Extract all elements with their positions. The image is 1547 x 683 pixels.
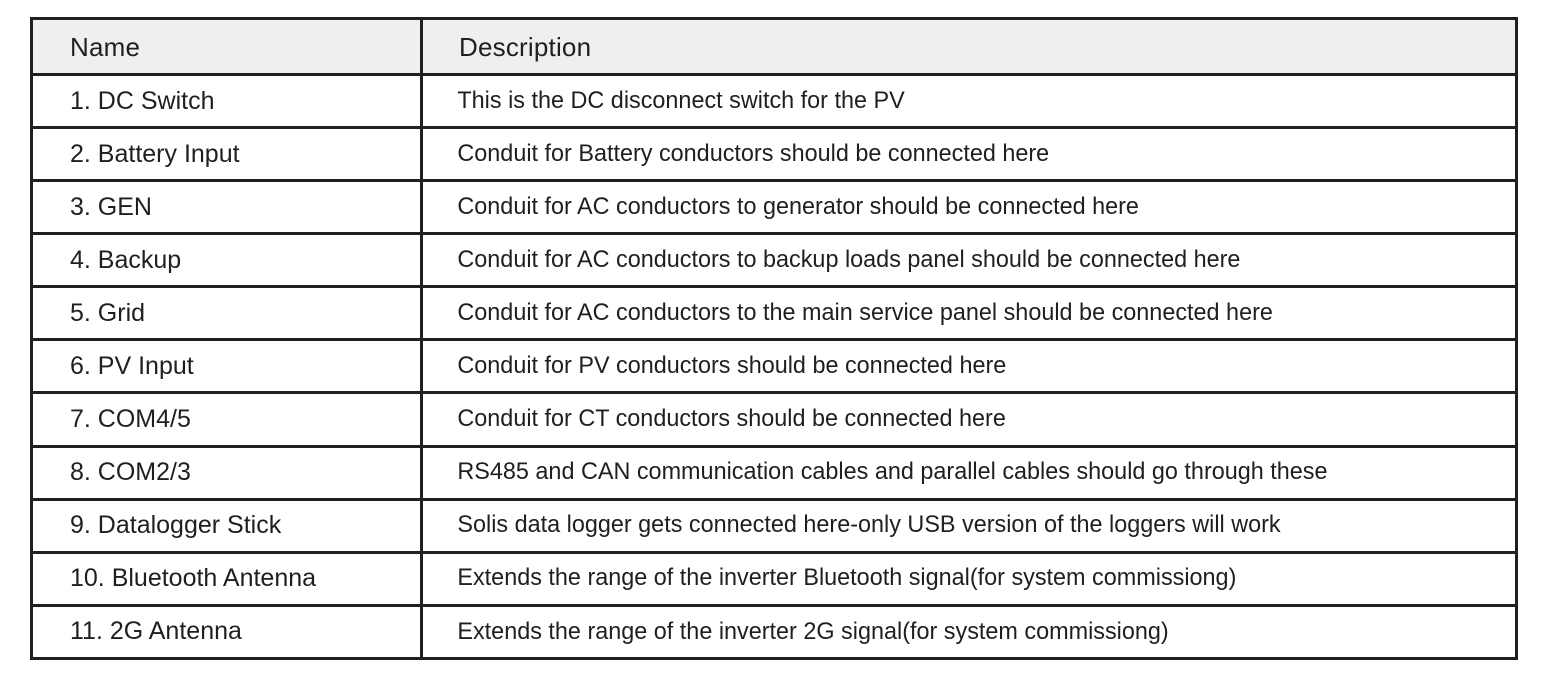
cell-name: 5. Grid [30, 285, 423, 342]
description-text: Conduit for AC conductors to generator s… [457, 192, 1139, 220]
description-text: Extends the range of the inverter Blueto… [457, 564, 1237, 592]
description-text: Conduit for CT conductors should be conn… [457, 405, 1006, 433]
table-row: 5. Grid Conduit for AC conductors to the… [30, 285, 1518, 342]
table-row: 8. COM2/3 RS485 and CAN communication ca… [30, 444, 1518, 501]
cell-description: RS485 and CAN communication cables and p… [420, 444, 1518, 501]
column-header-description: Description [420, 17, 1518, 76]
name-text: 5. Grid [70, 298, 146, 327]
name-text: 9. Datalogger Stick [70, 511, 282, 540]
cell-description: Conduit for AC conductors to generator s… [420, 179, 1518, 236]
cell-description: This is the DC disconnect switch for the… [420, 72, 1518, 130]
cell-name: 2. Battery Input [30, 126, 423, 183]
cell-name: 9. Datalogger Stick [30, 497, 423, 554]
name-text: 2. Battery Input [70, 139, 240, 168]
cell-name: 3. GEN [30, 179, 423, 236]
cell-description: Conduit for PV conductors should be conn… [420, 338, 1518, 395]
description-text: Conduit for Battery conductors should be… [457, 139, 1050, 167]
table-row: 9. Datalogger Stick Solis data logger ge… [30, 497, 1518, 554]
cell-name: 10. Bluetooth Antenna [30, 550, 423, 607]
cell-description: Conduit for AC conductors to backup load… [420, 232, 1518, 289]
description-text: This is the DC disconnect switch for the… [457, 86, 905, 114]
spec-table-container: Name Description 1. DC Switch This is th… [30, 17, 1518, 661]
name-text: 8. COM2/3 [70, 458, 191, 487]
cell-name: 1. DC Switch [30, 72, 423, 130]
table-row: 6. PV Input Conduit for PV conductors sh… [30, 338, 1518, 395]
cell-description: Conduit for AC conductors to the main se… [420, 285, 1518, 342]
name-text: 10. Bluetooth Antenna [70, 564, 317, 593]
table-row: 2. Battery Input Conduit for Battery con… [30, 126, 1518, 183]
table-row: 3. GEN Conduit for AC conductors to gene… [30, 179, 1518, 236]
table-body: 1. DC Switch This is the DC disconnect s… [30, 72, 1518, 661]
cell-name: 7. COM4/5 [30, 391, 423, 448]
column-header-name: Name [30, 17, 423, 76]
cell-name: 4. Backup [30, 232, 423, 289]
name-text: 1. DC Switch [70, 86, 215, 115]
cell-description: Conduit for CT conductors should be conn… [420, 391, 1518, 448]
name-text: 4. Backup [70, 245, 182, 274]
name-text: 7. COM4/5 [70, 405, 191, 433]
cell-name: 8. COM2/3 [30, 444, 423, 501]
column-header-description-label: Description [459, 31, 592, 62]
cell-name: 6. PV Input [30, 338, 423, 395]
description-text: Solis data logger gets connected here-on… [457, 511, 1281, 539]
name-text: 3. GEN [70, 192, 152, 221]
table-header-row: Name Description [30, 17, 1518, 76]
name-text: 6. PV Input [70, 351, 194, 380]
cell-name: 11. 2G Antenna [30, 603, 423, 661]
cell-description: Extends the range of the inverter Blueto… [420, 550, 1518, 607]
table-row: 1. DC Switch This is the DC disconnect s… [30, 72, 1518, 130]
cell-description: Solis data logger gets connected here-on… [420, 497, 1518, 554]
description-text: Conduit for AC conductors to backup load… [457, 246, 1241, 274]
cell-description: Extends the range of the inverter 2G sig… [420, 603, 1518, 661]
name-text: 11. 2G Antenna [70, 617, 242, 646]
table-header: Name Description [30, 17, 1518, 76]
table-row: 11. 2G Antenna Extends the range of the … [30, 603, 1518, 661]
description-text: Extends the range of the inverter 2G sig… [457, 617, 1169, 645]
description-text: Conduit for AC conductors to the main se… [457, 299, 1273, 327]
table-row: 10. Bluetooth Antenna Extends the range … [30, 550, 1518, 607]
component-description-table: Name Description 1. DC Switch This is th… [30, 17, 1518, 661]
description-text: RS485 and CAN communication cables and p… [457, 458, 1328, 486]
cell-description: Conduit for Battery conductors should be… [420, 126, 1518, 183]
description-text: Conduit for PV conductors should be conn… [457, 352, 1007, 380]
table-row: 4. Backup Conduit for AC conductors to b… [30, 232, 1518, 289]
table-row: 7. COM4/5 Conduit for CT conductors shou… [30, 391, 1518, 448]
column-header-name-label: Name [70, 31, 141, 62]
